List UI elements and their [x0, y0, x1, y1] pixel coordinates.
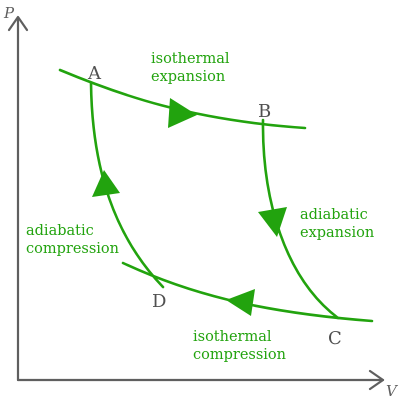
adiabatic-compression-label: adiabatic compression	[26, 223, 119, 257]
x-axis-label: V	[386, 382, 399, 400]
adiabatic-expansion-curve	[261, 118, 340, 320]
point-label-b: B	[258, 101, 271, 122]
x-axis-arrow	[368, 369, 385, 391]
axes: P V	[3, 4, 399, 400]
point-label-a: A	[87, 63, 102, 84]
cycle-curves	[58, 68, 374, 323]
point-labels: A B C D	[87, 63, 342, 349]
point-label-c: C	[328, 328, 342, 349]
adiabatic-compression-arrow	[92, 170, 120, 197]
y-axis-label: P	[3, 4, 15, 22]
isothermal-expansion-label: isothermal expansion	[151, 51, 234, 85]
adiabatic-expansion-label: adiabatic expansion	[300, 207, 374, 241]
adiabatic-expansion-arrow	[258, 207, 287, 237]
y-axis-arrow	[7, 15, 29, 32]
isothermal-compression-label: isothermal compression	[193, 329, 286, 363]
process-labels: isothermal expansion adiabatic expansion…	[26, 51, 374, 363]
isothermal-expansion-arrow	[168, 98, 197, 128]
isothermal-compression-curve	[121, 261, 374, 323]
adiabatic-compression-curve	[89, 81, 165, 289]
point-label-d: D	[152, 291, 166, 312]
direction-arrows	[92, 98, 287, 316]
isothermal-compression-arrow	[226, 289, 255, 316]
